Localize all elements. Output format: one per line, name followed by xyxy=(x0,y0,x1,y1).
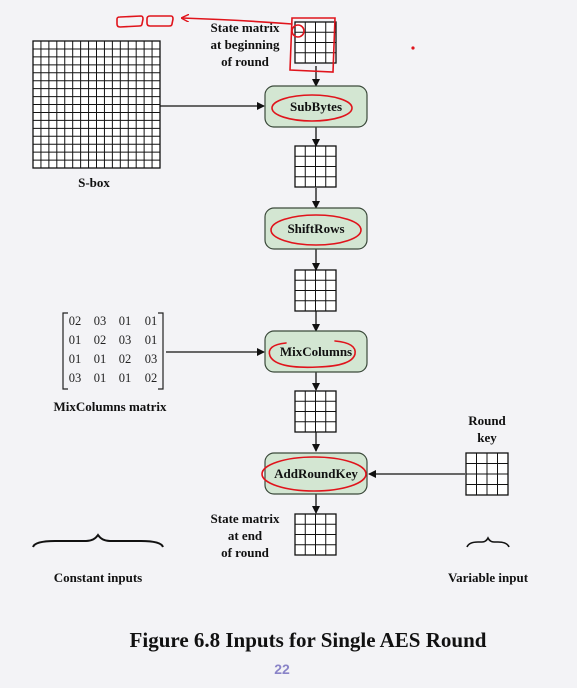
state-begin-line-2: at beginning xyxy=(211,37,280,52)
constant-inputs-brace xyxy=(32,533,164,548)
stage-addroundkey-label: AddRoundKey xyxy=(274,466,358,481)
sbox-grid xyxy=(32,40,161,169)
matrix-cell: 03 xyxy=(119,333,132,347)
annotation-box-1 xyxy=(116,15,144,28)
state-end-line-2: at end xyxy=(228,528,263,543)
state-matrix-begin xyxy=(294,21,337,64)
matrix-cell: 01 xyxy=(69,352,82,366)
matrix-cell: 01 xyxy=(119,371,132,385)
stage-shiftrows-label: ShiftRows xyxy=(287,221,344,236)
variable-input-brace xyxy=(466,536,510,548)
handwritten-annotations xyxy=(116,15,415,492)
matrix-cell: 02 xyxy=(69,314,82,328)
stage-mixcolumns-label: MixColumns xyxy=(280,344,352,359)
matrix-cell: 02 xyxy=(119,352,132,366)
matrix-cell: 02 xyxy=(145,371,158,385)
round-key-label-line-2: key xyxy=(477,430,497,445)
sbox-label: S-box xyxy=(78,175,110,190)
mixcolumns-matrix: 02 03 01 01 01 02 03 01 01 01 02 03 03 0… xyxy=(62,312,164,390)
matrix-cell: 03 xyxy=(145,352,158,366)
figure-caption: Figure 6.8 Inputs for Single AES Round xyxy=(130,628,487,652)
annotation-shiftrows-ellipse xyxy=(270,214,362,246)
stage-shiftrows: ShiftRows xyxy=(264,207,368,250)
round-key-matrix xyxy=(465,452,509,496)
stage-mixcolumns: MixColumns xyxy=(264,330,368,373)
round-key-label-line-1: Round xyxy=(468,413,506,428)
annotation-dot xyxy=(411,46,415,50)
matrix-cell: 03 xyxy=(69,371,82,385)
matrix-right-bracket xyxy=(158,312,164,390)
state-matrix-end xyxy=(294,513,337,556)
matrix-cell: 01 xyxy=(94,352,107,366)
annotation-arrow xyxy=(182,18,293,25)
variable-input-label: Variable input xyxy=(448,570,529,585)
state-end-line-1: State matrix xyxy=(211,511,280,526)
matrix-cell: 03 xyxy=(94,314,107,328)
state-begin-label: State matrix at beginning of round xyxy=(211,20,280,69)
state-end-line-3: of round xyxy=(221,545,270,560)
annotation-box-2 xyxy=(146,15,174,27)
matrix-cell: 02 xyxy=(94,333,107,347)
annotation-mixcolumns-loop xyxy=(268,340,356,369)
state-begin-line-3: of round xyxy=(221,54,270,69)
annotation-state-box xyxy=(289,17,336,73)
annotation-subbytes-ellipse xyxy=(271,94,353,122)
matrix-cell: 01 xyxy=(119,314,132,328)
annotation-cell-circle xyxy=(291,24,305,38)
state-matrix-after-subbytes xyxy=(294,145,337,188)
matrix-cell: 01 xyxy=(145,333,158,347)
mixcolumns-matrix-label: MixColumns matrix xyxy=(53,399,167,414)
matrix-cell: 01 xyxy=(69,333,82,347)
annotation-addroundkey-ellipse xyxy=(261,456,367,492)
stage-addroundkey: AddRoundKey xyxy=(264,452,368,495)
stage-subbytes-label: SubBytes xyxy=(290,99,342,114)
state-matrix-after-shiftrows xyxy=(294,269,337,312)
matrix-cell: 01 xyxy=(145,314,158,328)
state-matrix-after-mixcolumns xyxy=(294,390,337,433)
page-number: 22 xyxy=(274,661,290,677)
state-begin-line-1: State matrix xyxy=(211,20,280,35)
matrix-left-bracket xyxy=(62,312,68,390)
matrix-cell: 01 xyxy=(94,371,107,385)
state-end-label: State matrix at end of round xyxy=(211,511,280,560)
constant-inputs-label: Constant inputs xyxy=(54,570,143,585)
